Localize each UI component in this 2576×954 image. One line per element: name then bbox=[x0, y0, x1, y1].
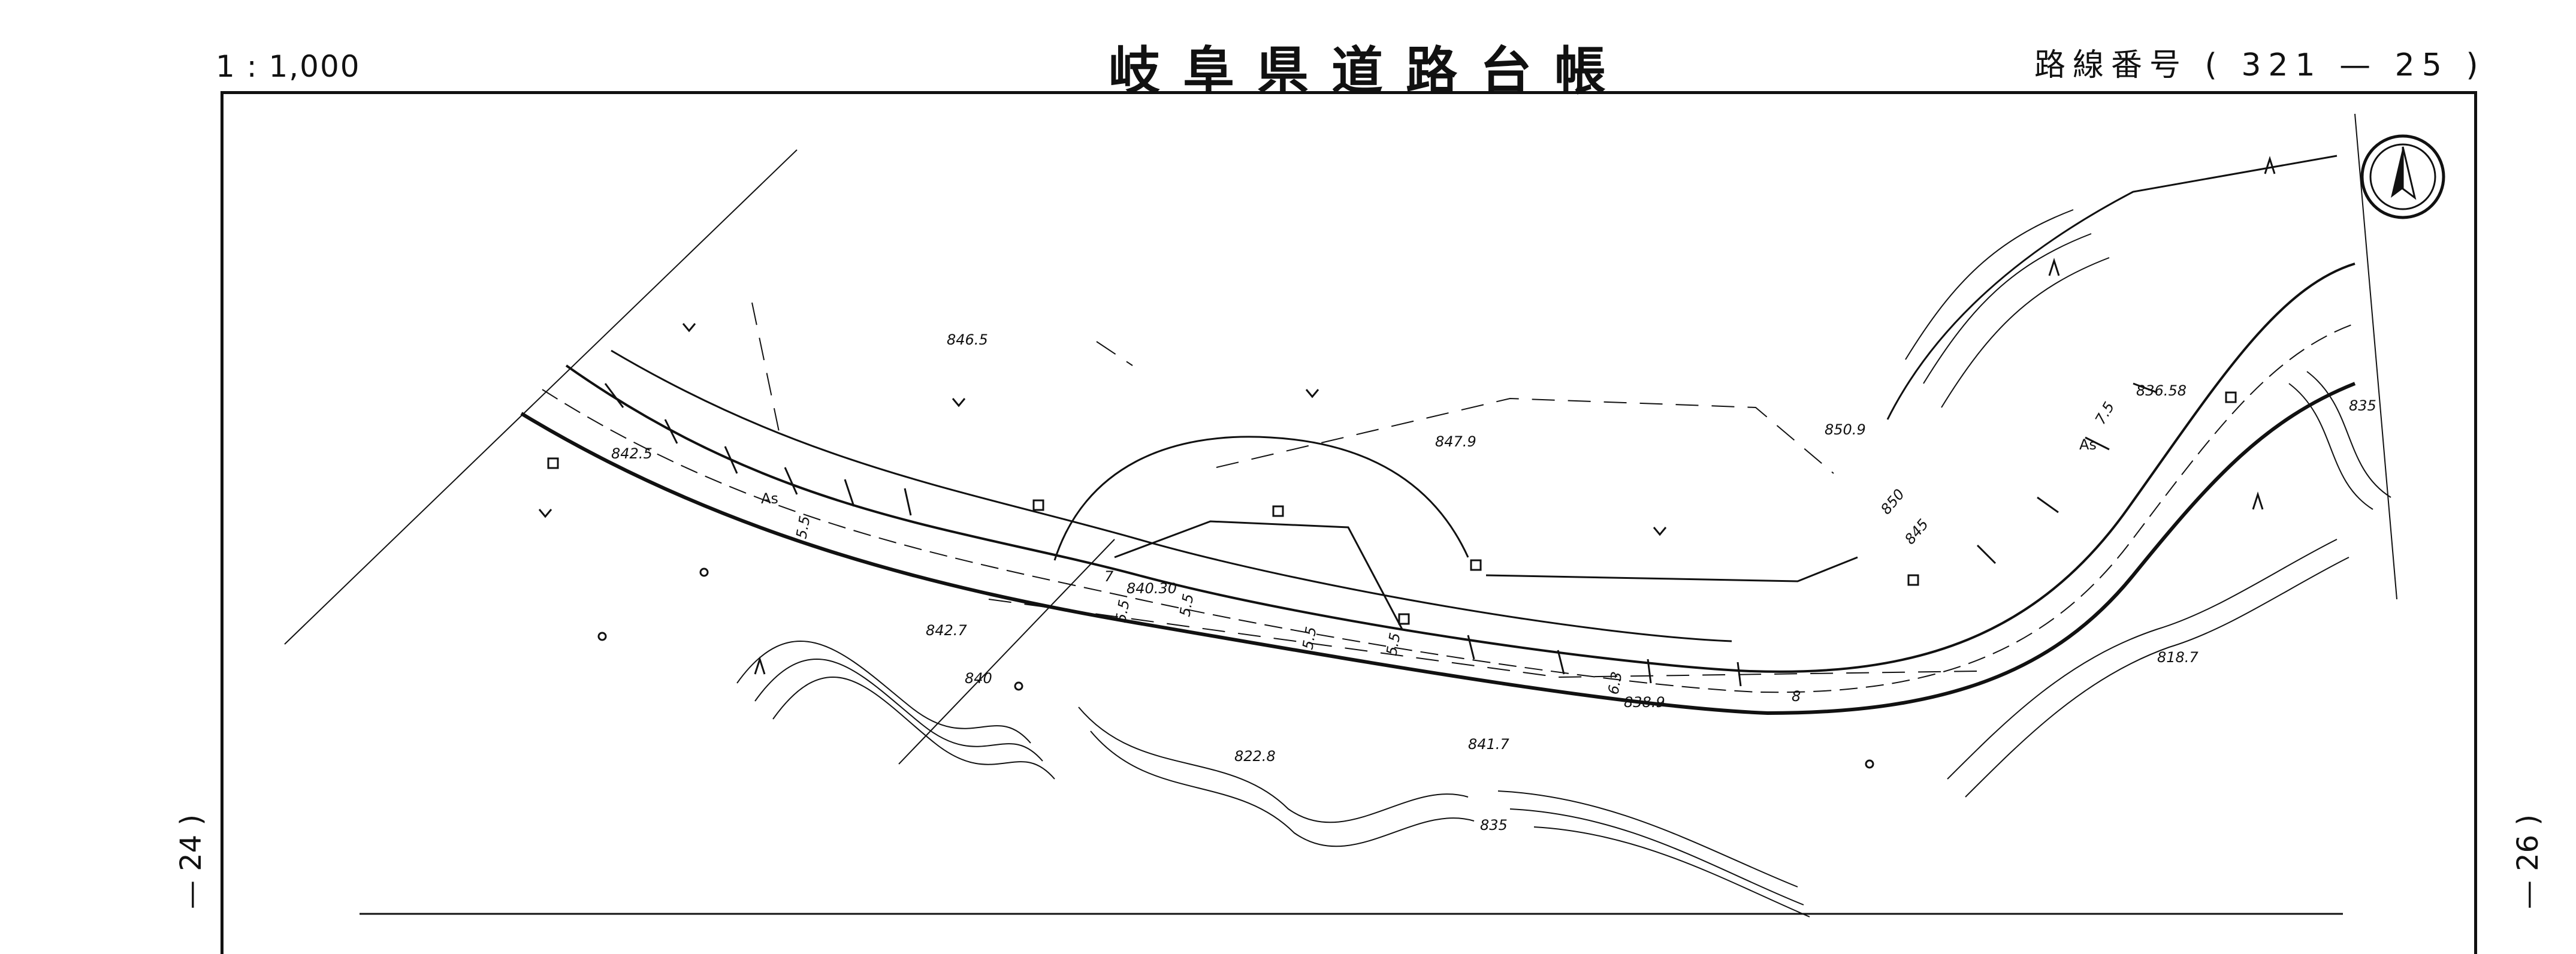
dashed-lines bbox=[751, 302, 1978, 678]
road-ticks bbox=[604, 382, 2158, 687]
elevation-label: 836.58 bbox=[2136, 382, 2187, 399]
dimension-label: 7 bbox=[1104, 568, 1114, 585]
dimension-label: 5.5 bbox=[1299, 626, 1319, 651]
utility-pole-icon bbox=[1470, 559, 1482, 571]
elevation-label: 842.7 bbox=[926, 622, 967, 639]
tree-mark-icon bbox=[597, 632, 607, 641]
field-v-mark-icon bbox=[1305, 389, 1319, 398]
map-scale: 1 : 1,000 bbox=[216, 49, 361, 84]
surface-label: As bbox=[761, 490, 778, 507]
utility-pole-icon bbox=[2225, 391, 2237, 403]
route-number: 路線番号 ( 321 — 25 ) bbox=[2034, 47, 2486, 83]
elevation-label: 840 bbox=[965, 670, 992, 687]
grass-mark-icon bbox=[754, 656, 766, 675]
dimension-label: 5.5 bbox=[793, 515, 813, 540]
field-v-mark-icon bbox=[1653, 527, 1667, 536]
tree-mark-icon bbox=[699, 567, 709, 577]
tree-mark-icon bbox=[1014, 681, 1023, 691]
utility-pole-icon bbox=[547, 457, 559, 469]
elevation-label: 845 bbox=[1901, 516, 1932, 548]
field-v-mark-icon bbox=[682, 323, 696, 333]
boundary-lines bbox=[284, 113, 2397, 765]
elevation-label: 835 bbox=[2349, 397, 2376, 414]
elevation-label: 842.5 bbox=[611, 445, 653, 462]
elevation-label: 840.30 bbox=[1127, 580, 1177, 597]
grass-mark-icon bbox=[2048, 258, 2060, 276]
surface-labels: As As bbox=[761, 436, 2097, 507]
grass-mark-icon bbox=[2252, 491, 2264, 510]
contour-lines bbox=[736, 209, 2391, 917]
utility-pole-icon bbox=[1272, 505, 1284, 517]
field-v-mark-icon bbox=[952, 398, 966, 407]
elevation-label: 818.7 bbox=[2157, 649, 2198, 666]
structures bbox=[1053, 155, 2338, 630]
elevation-label: 847.9 bbox=[1435, 433, 1476, 450]
surface-label: As bbox=[2079, 436, 2097, 453]
map-frame bbox=[221, 91, 2477, 954]
utility-pole-icon bbox=[1398, 613, 1410, 625]
dimension-label: 5.5 bbox=[1176, 593, 1197, 618]
dimension-label: 8 bbox=[1792, 688, 1801, 705]
elevation-label: 850 bbox=[1877, 486, 1908, 518]
tree-mark-icon bbox=[1865, 759, 1874, 769]
utility-pole-icon bbox=[1907, 574, 1919, 586]
map-symbols bbox=[538, 156, 2276, 769]
elevation-label: 846.5 bbox=[947, 331, 988, 348]
dimension-label: 5.5 bbox=[1383, 632, 1403, 657]
elevation-label: 850.9 bbox=[1825, 421, 1866, 438]
dimension-label: 6.3 bbox=[1605, 671, 1625, 696]
main-road bbox=[520, 262, 2356, 716]
elevation-label: 838.9 bbox=[1624, 694, 1665, 711]
field-v-mark-icon bbox=[538, 509, 552, 518]
elevation-label: 822.8 bbox=[1234, 748, 1276, 765]
grass-mark-icon bbox=[2264, 156, 2276, 174]
utility-pole-icon bbox=[1032, 499, 1044, 511]
north-arrow-icon bbox=[2360, 134, 2445, 219]
dimension-label: 7.5 bbox=[2092, 399, 2118, 427]
dimension-label: 5.5 bbox=[1112, 599, 1133, 624]
elevation-label: 835 bbox=[1480, 817, 1508, 834]
elevation-label: 841.7 bbox=[1468, 736, 1509, 753]
